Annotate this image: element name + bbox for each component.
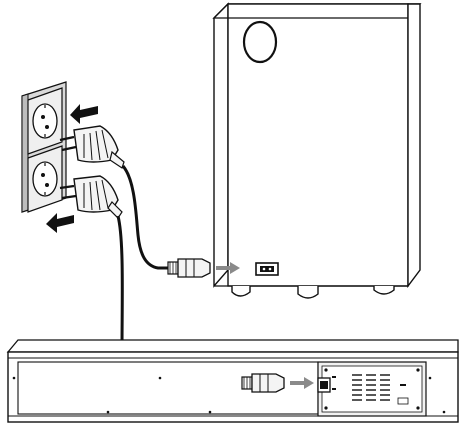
wall-outlet-top <box>27 87 63 155</box>
black-arrow-icon <box>46 213 74 233</box>
soundbar-power-inlet-icon <box>317 377 331 393</box>
power-cable-subwoofer <box>121 165 176 270</box>
black-arrow-icon <box>70 104 98 124</box>
subwoofer-power-inlet-icon <box>255 262 279 276</box>
euro-plug-bottom-icon <box>59 175 123 219</box>
subwoofer <box>212 2 422 299</box>
euro-plug-top-icon <box>59 125 125 169</box>
iec-connector-subwoofer-icon <box>167 258 211 278</box>
iec-connector-soundbar-icon <box>241 373 285 393</box>
wall-outlet-bottom <box>27 145 63 213</box>
soundbar-rear-panel <box>317 361 427 417</box>
gray-arrow-icon <box>216 262 240 274</box>
gray-arrow-icon <box>290 377 314 389</box>
